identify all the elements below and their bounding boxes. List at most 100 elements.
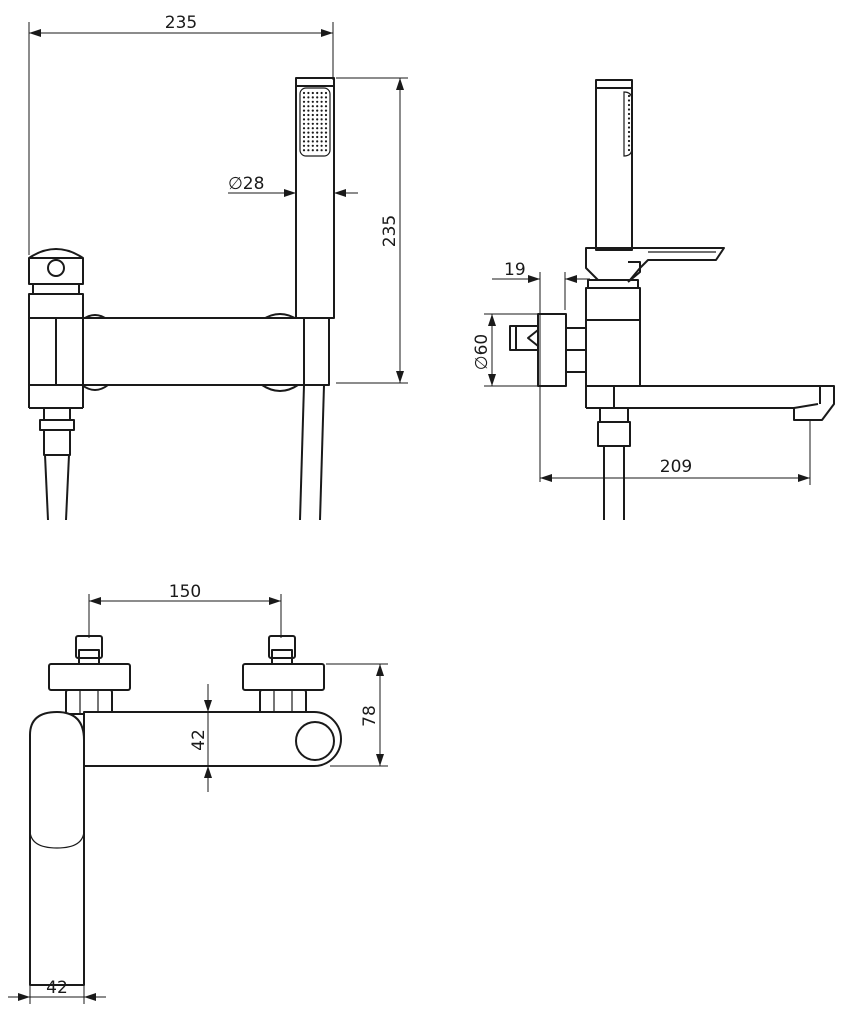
nozzle-dot xyxy=(320,140,323,143)
side-wall-connector xyxy=(509,313,587,387)
nozzle-dot xyxy=(627,103,631,107)
nozzle-dot xyxy=(627,126,631,129)
side-view: 19 ∅60 209 xyxy=(472,79,835,520)
nozzle-dot xyxy=(627,130,631,134)
side-body xyxy=(585,279,641,387)
dim-top-spout: 42 xyxy=(8,978,106,1004)
nozzle-dot xyxy=(316,149,319,152)
nozzle-dot xyxy=(316,118,319,121)
nozzle-dot xyxy=(311,140,314,143)
nozzle-dot xyxy=(302,131,306,134)
nozzle-dot xyxy=(324,109,328,112)
nozzle-dot xyxy=(311,149,314,152)
top-body xyxy=(83,711,342,767)
nozzle-dot xyxy=(307,105,310,108)
nozzle-dot xyxy=(324,149,328,152)
top-left-connector xyxy=(48,635,131,715)
nozzle-dot xyxy=(320,105,323,108)
nozzle-dot xyxy=(320,113,323,117)
nozzle-dot xyxy=(320,122,323,125)
nozzle-dot xyxy=(324,135,328,139)
nozzle-dot xyxy=(307,91,310,95)
nozzle-dot xyxy=(302,100,306,103)
dim-top-body: 42 xyxy=(189,684,212,792)
dim-top-depth: 78 xyxy=(326,663,388,767)
nozzle-dot xyxy=(627,135,631,138)
nozzle-dot xyxy=(316,144,319,147)
dim-top-depth-label: 78 xyxy=(360,705,380,727)
nozzle-dot xyxy=(324,118,328,121)
nozzle-dot xyxy=(627,94,631,98)
nozzle-dot xyxy=(302,105,306,108)
dim-shower-diameter-label: ∅28 xyxy=(228,174,264,194)
nozzle-dot xyxy=(627,121,631,125)
nozzle-dot xyxy=(307,96,310,99)
front-view: 235 235 ∅28 xyxy=(28,13,408,521)
nozzle-dot xyxy=(316,135,319,139)
nozzle-dot xyxy=(307,118,310,121)
nozzle-dot xyxy=(324,140,328,143)
dim-side-diameter: ∅60 xyxy=(472,313,538,387)
nozzle-dot xyxy=(324,96,328,99)
nozzle-dot xyxy=(627,99,631,102)
nozzle-dot xyxy=(324,113,328,117)
dim-side-offset-label: 19 xyxy=(504,260,526,280)
dim-top-centers-label: 150 xyxy=(169,582,201,602)
dim-top-body-label: 42 xyxy=(189,729,209,751)
nozzle-dot xyxy=(316,113,319,117)
nozzle-dot xyxy=(307,135,310,139)
nozzle-dot xyxy=(316,122,319,125)
nozzle-dot xyxy=(302,127,306,130)
side-bottom-connector xyxy=(597,407,631,520)
nozzle-dot xyxy=(302,118,306,121)
nozzle-dot xyxy=(627,144,631,147)
nozzle-dot xyxy=(302,96,306,99)
nozzle-dot xyxy=(302,140,306,143)
nozzle-dot xyxy=(302,149,306,152)
nozzle-dot xyxy=(311,113,314,117)
nozzle-dot xyxy=(307,100,310,103)
nozzle-dot xyxy=(320,149,323,152)
nozzle-dot xyxy=(307,127,310,130)
dim-front-width-label: 235 xyxy=(165,13,197,33)
nozzle-dot xyxy=(307,109,310,112)
nozzle-dot xyxy=(324,127,328,130)
nozzle-dot xyxy=(320,118,323,121)
nozzle-dot xyxy=(307,140,310,143)
nozzle-dot xyxy=(316,109,319,112)
nozzle-dot xyxy=(311,105,314,108)
dim-side-offset: 19 xyxy=(492,260,590,482)
nozzle-dot xyxy=(324,105,328,108)
dim-top-spout-label: 42 xyxy=(46,978,68,998)
nozzle-dot xyxy=(324,144,328,147)
nozzle-dot xyxy=(311,144,314,147)
top-spout xyxy=(29,711,85,986)
hand-shower xyxy=(295,77,335,319)
dim-side-projection: 209 xyxy=(540,420,811,485)
nozzle-dot xyxy=(302,109,306,112)
side-spout xyxy=(585,385,835,421)
handle-cap xyxy=(28,248,84,319)
nozzle-dot xyxy=(627,117,631,120)
nozzle-dot xyxy=(627,139,631,143)
side-hand-shower xyxy=(595,79,633,251)
top-view: 150 xyxy=(8,582,388,1004)
shower-head-nozzles xyxy=(302,91,328,152)
nozzle-dot xyxy=(311,96,314,99)
nozzle-dot xyxy=(307,144,310,147)
nozzle-dot xyxy=(320,131,323,134)
nozzle-dot xyxy=(324,100,328,103)
nozzle-dot xyxy=(302,91,306,95)
nozzle-dot xyxy=(320,96,323,99)
dim-top-centers: 150 xyxy=(88,582,282,638)
nozzle-dot xyxy=(316,127,319,130)
nozzle-dot xyxy=(311,109,314,112)
dim-side-diameter-label: ∅60 xyxy=(472,334,492,370)
nozzle-dot xyxy=(324,122,328,125)
nozzle-dot xyxy=(316,131,319,134)
nozzle-dot xyxy=(316,105,319,108)
nozzle-dot xyxy=(302,122,306,125)
nozzle-dot xyxy=(316,96,319,99)
nozzle-dot xyxy=(320,100,323,103)
nozzle-dot xyxy=(324,131,328,134)
